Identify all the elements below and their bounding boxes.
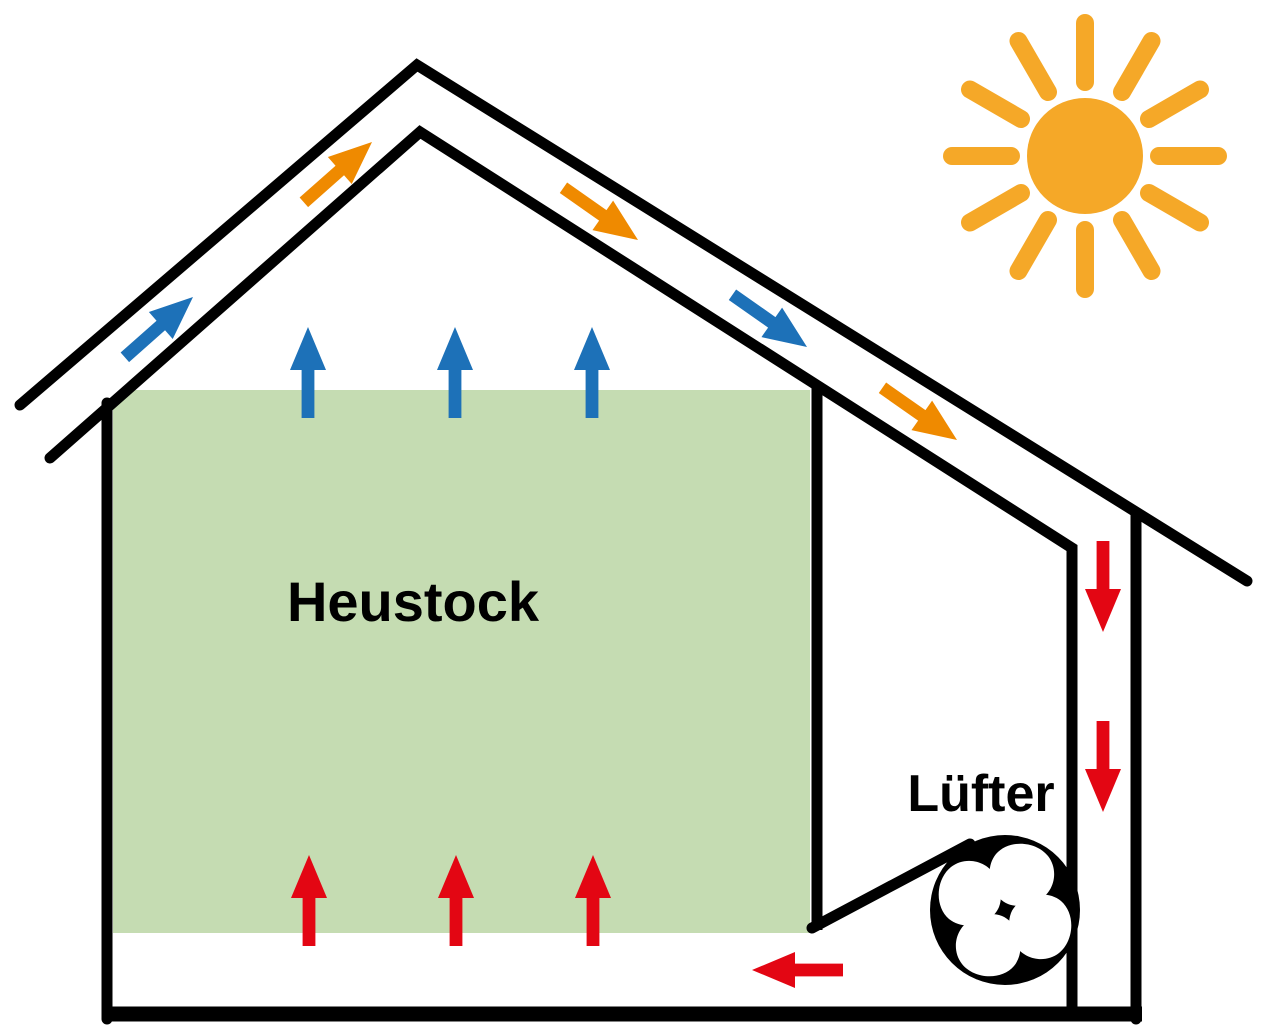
red-left-arrow [752,952,843,988]
roof-outer-line [14,58,1253,587]
fan-icon [930,835,1080,985]
red-down-arrow [1085,541,1121,632]
haystack-area [113,390,810,933]
sun-icon [943,14,1227,298]
orange-down-slope-arrow [872,373,968,455]
roof-inner-line [44,125,1078,1022]
fan-duct-line [806,838,976,934]
red-down-arrow [1085,721,1121,812]
fan-label: Lüfter [907,765,1054,823]
haystack-label: Heustock [287,570,540,633]
building-structure [14,58,1253,1025]
sun-rays [943,14,1227,298]
